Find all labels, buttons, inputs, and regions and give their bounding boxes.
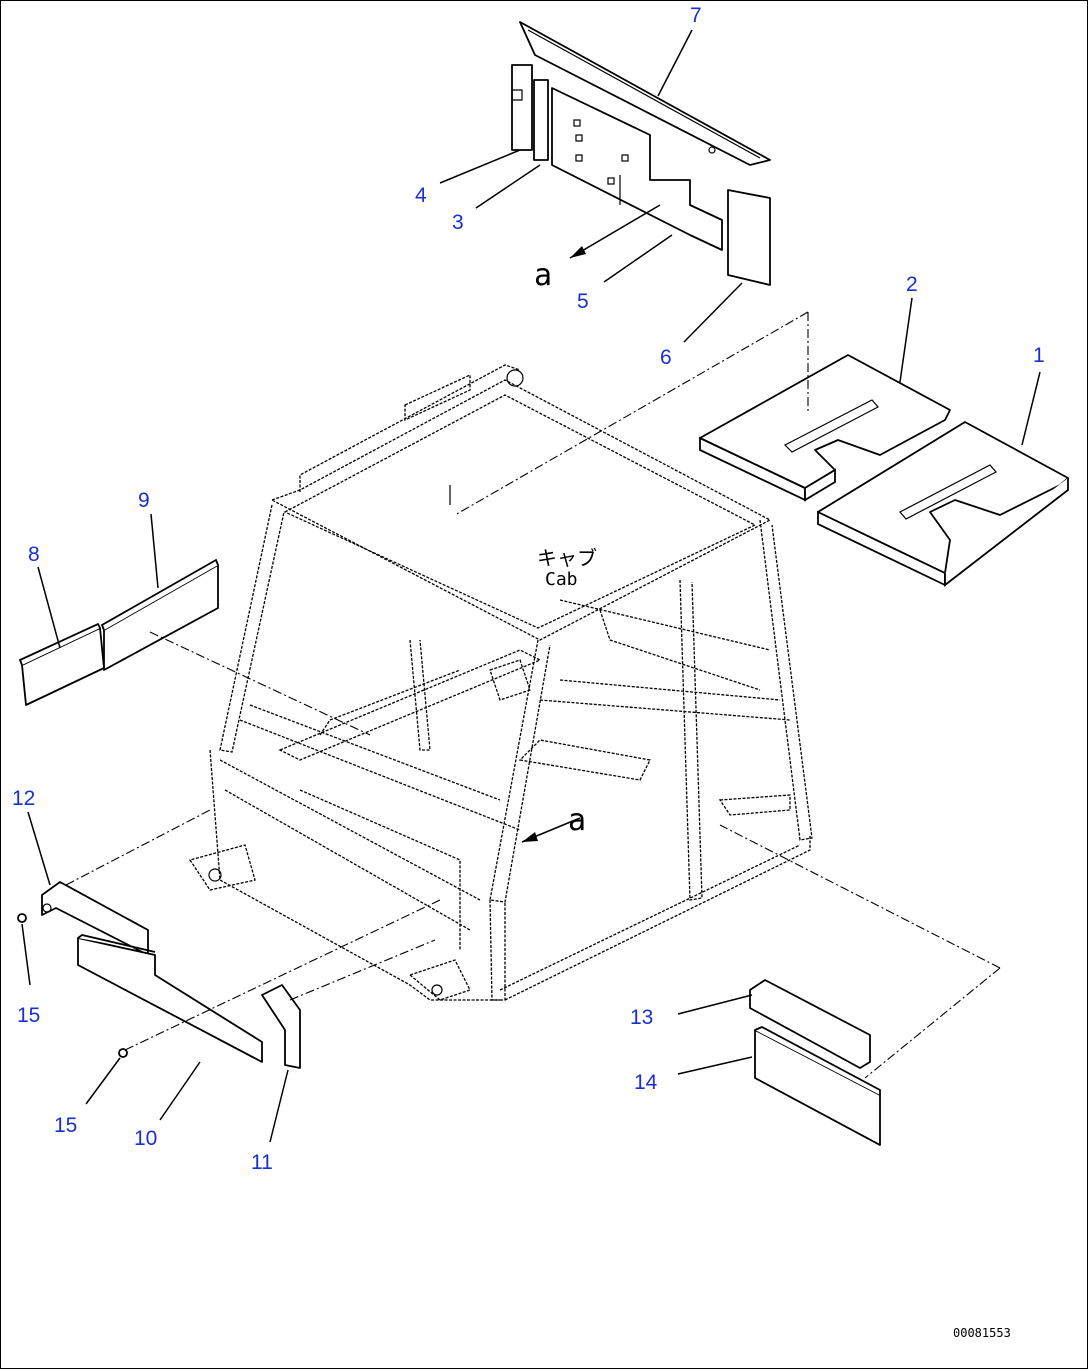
part-15-washer-b: [118, 1048, 128, 1058]
upper-panel-group: [511, 21, 771, 286]
assembly-lines: [65, 311, 1001, 1079]
roof-pad-group: [699, 354, 1069, 587]
drawing-code: 00081553: [953, 1326, 1011, 1340]
leader-lines: [21, 29, 1041, 1143]
part-3-plate: [533, 79, 549, 161]
callout-14: 14: [634, 1071, 658, 1094]
callout-12: 12: [12, 787, 35, 810]
side-panel-group: [18, 558, 219, 706]
callout-15-left: 15: [17, 1004, 40, 1027]
cab-label-jp: キャブ: [537, 546, 597, 570]
callout-7: 7: [690, 4, 702, 27]
callout-1: 1: [1033, 344, 1045, 367]
part-11-bracket: [261, 984, 301, 1069]
callout-5: 5: [577, 290, 589, 313]
cab-label-en: Cab: [545, 569, 578, 590]
callout-6: 6: [660, 346, 672, 369]
part-9-panel: [103, 564, 219, 671]
callout-15-bottom: 15: [54, 1114, 77, 1137]
lower-bracket-group: [17, 817, 881, 1146]
callout-8: 8: [28, 543, 40, 566]
part-4-plate: [511, 64, 533, 151]
part-1-pad: [817, 421, 1069, 574]
cab-frame: [188, 364, 813, 1001]
callout-3: 3: [452, 211, 464, 234]
callout-4: 4: [415, 184, 427, 207]
view-marker-a-lower: a: [568, 803, 586, 838]
part-5-plate: [551, 87, 723, 251]
view-marker-a-top: a: [534, 258, 552, 293]
callout-2: 2: [906, 273, 918, 296]
part-10-bracket: [77, 937, 263, 1063]
callout-13: 13: [630, 1006, 653, 1029]
part-15-washer-a: [17, 913, 27, 923]
part-14-plate: [754, 1029, 881, 1146]
callout-10: 10: [134, 1127, 157, 1150]
callout-numbers: 1 2 3 4 5 6 7 8 9 10 11 12 13 14 15 15: [12, 4, 1045, 1174]
part-6-block: [727, 189, 771, 286]
callout-11: 11: [251, 1151, 273, 1174]
part-13-bracket: [749, 979, 871, 1069]
callout-9: 9: [138, 489, 150, 512]
